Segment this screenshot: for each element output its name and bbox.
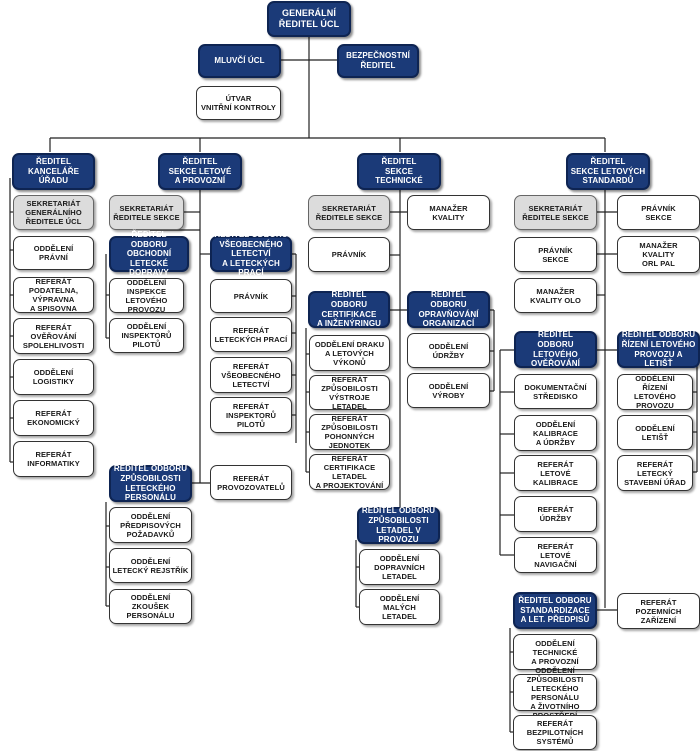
aerial-work-box: Referát leteckých prací: [210, 317, 292, 352]
standards-lawyer-box: Právník sekce: [514, 237, 597, 272]
security-director-box: Bezpečnostní ředitel: [337, 44, 419, 78]
technical-director-box: Ředitel sekce technické: [357, 153, 441, 190]
flight-operations-director-box: Ředitel sekce letové a provozní: [158, 153, 242, 190]
pilot-inspectors-box: Oddělení inspektorů pilotů: [109, 318, 184, 353]
production-department-box: Oddělení výroby: [407, 373, 490, 408]
flight-standards-director-box: Ředitel sekce letových standardů: [566, 153, 650, 190]
logistics-box: Oddělení logistiky: [13, 359, 94, 395]
registry-box: Referát podatelna, výpravna a spisovna: [13, 277, 94, 313]
quality-manager-olo-box: Manažer kvality OLO: [514, 278, 597, 313]
flight-verification-director-box: Ředitel odboru letového ověřování: [514, 330, 597, 368]
aircraft-register-box: Oddělení letecký rejstřík: [109, 548, 192, 583]
continuing-airworthiness-director-box: Ředitel odboru způsobilosti letadel v pr…: [357, 506, 440, 544]
commercial-transport-director-box: Ředitel odboru obchodní letecké dopravy: [109, 230, 189, 277]
informatics-box: Referát informatiky: [13, 441, 94, 477]
transport-aircraft-box: Oddělení dopravních letadel: [359, 549, 440, 585]
general-director-box: Generální ředitel ÚCL: [267, 1, 351, 37]
standardization-director-box: Ředitel odboru standardizace a let. před…: [513, 592, 597, 629]
flight-navigation-box: Referát letové navigační: [514, 537, 597, 573]
personnel-environment-box: Oddělení způsobilosti leteckého personál…: [513, 666, 597, 720]
quality-manager-orlpal-box: Manažer kvality ORL PaL: [617, 236, 700, 273]
economic-box: Referát ekonomický: [13, 400, 94, 436]
technical-operational-box: Oddělení technické a provozní: [513, 634, 597, 670]
equipment-airworthiness-box: Referát způsobilosti výstroje letadel: [309, 375, 390, 411]
office-director-box: Ředitel kanceláře úřadu: [12, 153, 95, 190]
ground-equipment-box: Referát pozemních zařízení: [617, 593, 700, 629]
documentation-center-box: Dokumentační středisko: [514, 374, 597, 409]
flight-lawyer-box: Právník: [210, 279, 292, 313]
airports-department-box: Oddělení letišť: [617, 415, 693, 450]
building-authority-box: Referát letecký stavební úřad: [617, 455, 693, 491]
regulatory-requirements-box: Oddělení předpisových požadavků: [109, 507, 192, 543]
maintenance-department-box: Oddělení údržby: [407, 333, 490, 368]
powerplant-airworthiness-box: Referát způsobilosti pohonných jednotek: [309, 414, 390, 450]
flight-section-secretariat-box: Sekretariát ředitele sekce: [109, 195, 184, 230]
unmanned-systems-box: Referát bezpilotních systémů: [513, 715, 597, 750]
general-secretariat-box: Sekretariát generálního ředitele ÚCL: [13, 195, 94, 230]
general-aviation-director-box: Ředitel odboru všeobecného letectví a le…: [210, 230, 292, 277]
aircraft-certification-box: Referát certifikace letadel a projektová…: [309, 454, 390, 490]
technical-secretariat-box: Sekretariát ředitele sekce: [308, 195, 390, 230]
calibration-maintenance-box: Oddělení kalibrace a údržby: [514, 415, 597, 451]
technical-lawyer-box: Právník: [308, 237, 390, 272]
organization-approval-director-box: Ředitel odboru opravňování organizací: [407, 290, 490, 328]
spokesperson-box: Mluvčí ÚCL: [198, 44, 281, 78]
airframe-performance-box: Oddělení draku a letových výkonů: [309, 335, 390, 371]
air-traffic-control-box: Oddělení řízení letového provozu: [617, 374, 693, 410]
general-aviation-unit-box: Referát všeobecného letectví: [210, 357, 292, 393]
personnel-exams-box: Oddělení zkoušek personálu: [109, 589, 192, 624]
flight-inspection-box: Oddělení inspekce letového provozu: [109, 278, 184, 314]
air-traffic-director-box: Ředitel odboru řízení letového provozu a…: [617, 330, 700, 368]
standards-maintenance-box: Referát údržby: [514, 496, 597, 532]
personnel-competence-director-box: Ředitel odboru způsobilosti leteckého pe…: [109, 464, 192, 502]
standards-secretariat-box: Sekretariát ředitele sekce: [514, 195, 597, 230]
flight-calibration-box: Referát letové kalibrace: [514, 455, 597, 491]
pilot-inspectors-unit-box: Referát inspektorů pilotů: [210, 397, 292, 433]
internal-control-box: Útvar vnitřní kontroly: [196, 86, 281, 120]
certification-director-box: Ředitel odboru certifikace a inženýringu: [308, 290, 390, 328]
operators-box: Referát provozovatelů: [210, 465, 292, 500]
reliability-check-box: Referát ověřování spolehlivosti: [13, 318, 94, 354]
standards-lawyer-right-box: Právník sekce: [617, 195, 700, 230]
legal-department-box: Oddělení právní: [13, 236, 94, 270]
technical-quality-manager-box: Manažer kvality: [407, 195, 490, 230]
small-aircraft-box: Oddělení malých letadel: [359, 589, 440, 625]
